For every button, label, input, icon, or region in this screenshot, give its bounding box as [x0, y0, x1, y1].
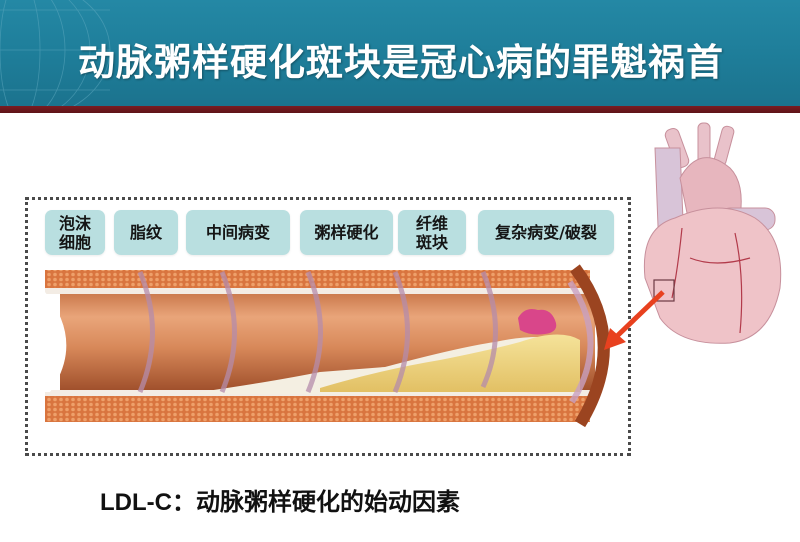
globe-decoration-icon: [0, 0, 111, 106]
heart-illustration: [643, 122, 782, 344]
stage-label-intermediate-lesion: 中间病变: [186, 210, 290, 255]
stage-label-fatty-streak: 脂纹: [114, 210, 178, 255]
title-banner: 动脉粥样硬化斑块是冠心病的罪魁祸首: [0, 0, 800, 106]
stage-label-foam-cells: 泡沫 细胞: [45, 210, 105, 255]
stage-label-fibrous-plaque: 纤维 斑块: [398, 210, 466, 255]
slide-caption: LDL-C：动脉粥样硬化的始动因素: [100, 489, 460, 516]
header-divider: [0, 106, 800, 113]
highlight-square: [653, 279, 675, 302]
artery-progression-illustration: [45, 264, 610, 428]
pointer-arrow-icon: [604, 290, 665, 350]
stage-label-complicated-lesion: 复杂病变/破裂: [478, 210, 614, 255]
stage-label-atheroma: 粥样硬化: [300, 210, 393, 255]
slide-title: 动脉粥样硬化斑块是冠心病的罪魁祸首: [78, 41, 724, 84]
